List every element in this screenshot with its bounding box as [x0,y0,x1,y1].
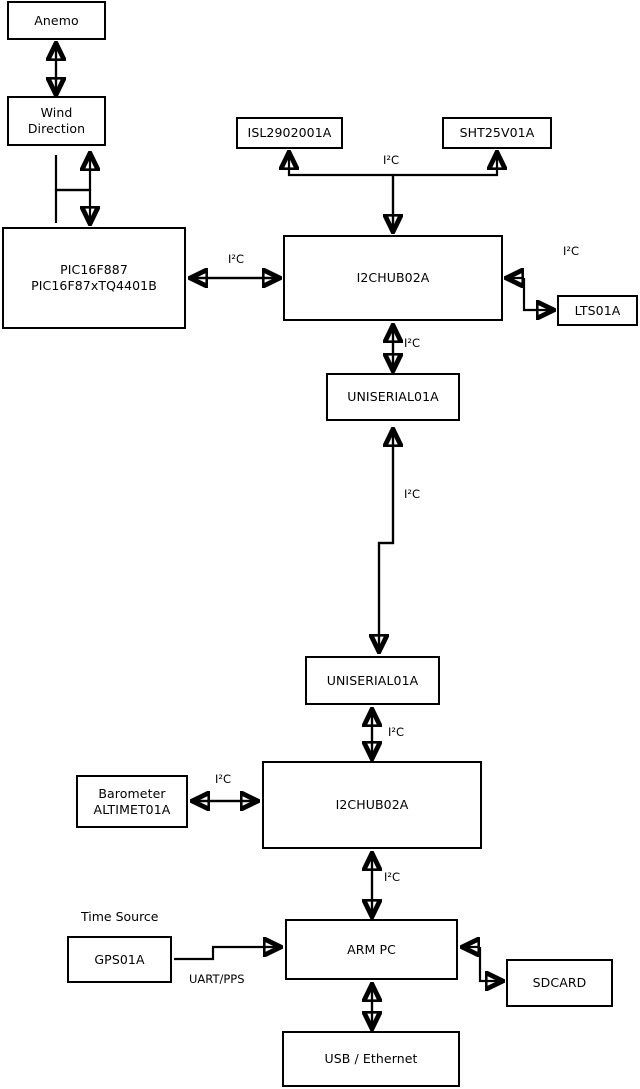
node-wind-direction[interactable]: Wind Direction [7,96,106,146]
node-gps01a[interactable]: GPS01A [67,936,172,983]
label-time-source: Time Source [81,909,159,924]
node-lts01a-label: LTS01A [574,302,621,318]
wire-gps-armpc [174,947,279,961]
node-barometer[interactable]: Barometer ALTIMET01A [76,775,188,828]
edge-label-i2c-hub-armpc: I²C [384,870,401,884]
node-uniserial01a-upper-label: UNISERIAL01A [347,389,439,405]
node-sdcard-label: SDCARD [532,975,587,991]
node-wind-direction-label: Wind Direction [27,105,86,136]
edge-label-i2c-lts: I²C [563,244,580,258]
node-usb-ethernet[interactable]: USB / Ethernet [282,1031,460,1087]
node-lts01a[interactable]: LTS01A [557,295,638,326]
node-i2chub02a-bottom[interactable]: I2CHUB02A [262,761,482,849]
node-i2chub02a-top-label: I2CHUB02A [356,270,430,286]
node-isl2902001a-label: ISL2902001A [247,125,332,141]
edge-label-i2c-barometer: I²C [215,772,232,786]
node-usb-ethernet-label: USB / Ethernet [324,1051,418,1067]
node-sdcard[interactable]: SDCARD [506,959,613,1007]
edge-label-i2c-uniserial-link: I²C [404,487,421,501]
edge-label-i2c-pic-hub: I²C [228,252,245,266]
node-barometer-label: Barometer ALTIMET01A [93,785,171,817]
wire-uniserial1-uniserial2 [379,431,393,651]
node-arm-pc[interactable]: ARM PC [285,919,458,980]
edge-label-i2c-uniserial-hub: I²C [388,725,405,739]
node-isl2902001a[interactable]: ISL2902001A [236,117,343,149]
wire-hub-lts [508,278,552,310]
edge-label-i2c-hub-uniserial: I²C [404,336,421,350]
node-i2chub02a-bottom-label: I2CHUB02A [335,797,409,813]
wire-armpc-sdcard [464,947,501,981]
wire-pic-wind [54,155,90,223]
node-i2chub02a-top[interactable]: I2CHUB02A [283,235,503,321]
node-anemo-label: Anemo [34,12,79,28]
node-anemo[interactable]: Anemo [7,1,106,40]
node-sht25v01a[interactable]: SHT25V01A [442,117,552,149]
node-sht25v01a-label: SHT25V01A [459,125,535,141]
edge-label-i2c-sensors: I²C [383,153,400,167]
node-arm-pc-label: ARM PC [347,941,396,957]
node-uniserial01a-lower[interactable]: UNISERIAL01A [305,656,440,705]
node-pic-mcu-label: PIC16F887 PIC16F87xTQ4401B [31,262,157,293]
edge-label-uart-pps: UART/PPS [189,972,245,986]
node-pic-mcu[interactable]: PIC16F887 PIC16F87xTQ4401B [2,227,186,329]
node-gps01a-label: GPS01A [94,951,145,967]
node-uniserial01a-lower-label: UNISERIAL01A [326,672,419,688]
node-uniserial01a-upper[interactable]: UNISERIAL01A [326,373,460,421]
